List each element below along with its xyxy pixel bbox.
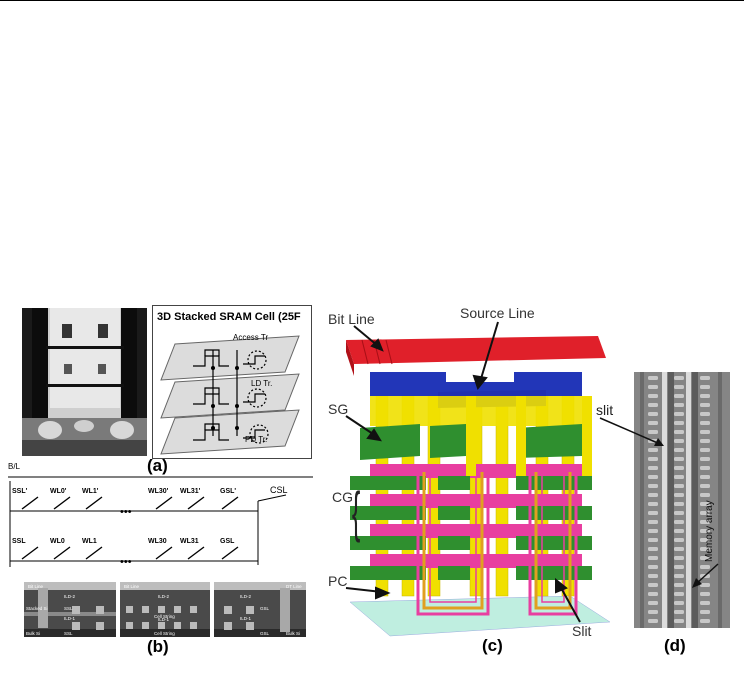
sem-left-1: ILD-2 (64, 594, 76, 599)
sem-mid-4: Cell String (154, 631, 175, 636)
sem-mid-2: Cell String (154, 614, 175, 619)
sem-right-3: ILD-1 (240, 616, 252, 621)
sem-right-0: DT Line (286, 584, 302, 589)
sem-right-1: ILD-2 (240, 594, 252, 599)
ellipsis-bottom: ••• (120, 556, 132, 568)
schematic-title: 3D Stacked SRAM Cell (25F (157, 311, 301, 323)
top-label-5: GSL' (220, 488, 236, 495)
bottom-label-0: SSL (12, 538, 26, 545)
bitline-label: B/L (8, 462, 21, 471)
panel-c-3d-nand-diagram: Bit Line Source Line SG CG { PC Slit (320, 296, 620, 660)
top-label-3: WL30' (148, 488, 169, 495)
sem-left-3: SSL (64, 606, 73, 611)
top-label-2: WL1' (82, 488, 99, 495)
caption-b: (b) (147, 637, 169, 656)
sem-left-6: SSL (64, 631, 73, 636)
bottom-label-1: WL0 (50, 538, 65, 545)
sem-right-2: GSL (260, 606, 270, 611)
top-label-4: WL31' (180, 488, 201, 495)
top-label-1: WL0' (50, 488, 67, 495)
sem-left-0: Bit Line (28, 584, 44, 589)
memory-array-label: Memory array (704, 500, 715, 562)
sem-image-left: Bit Line ILD-2 Stacked Si SSL ILD-1 Bulk… (24, 582, 116, 637)
sem-right-5: Bulk Si (286, 631, 300, 636)
ld-tr-label: LD Tr. (251, 379, 272, 388)
slit-label-d: slit (596, 402, 614, 418)
caption-a: (a) (147, 456, 168, 475)
memory-arrow-d (692, 563, 719, 588)
sem-left-5: Bulk Si (26, 631, 40, 636)
bottom-label-3: WL30 (148, 538, 167, 545)
sem-image-middle: Bit Line ILD-2 Cell String ILD-1 Cell St… (120, 582, 210, 637)
sem-right-4: GSL (260, 631, 270, 636)
access-tr-label: Access Tr (233, 333, 268, 342)
pc-label: PC (328, 573, 347, 589)
slit-arrow-d (599, 417, 664, 446)
sg-label: SG (328, 401, 348, 417)
slit-label: Slit (572, 623, 592, 639)
top-rule (0, 0, 744, 1)
sem-mid-1: ILD-2 (158, 594, 170, 599)
sem-left-4: ILD-1 (64, 616, 76, 621)
panel-b-nand-schematic: B/L CSL SSL' WL0' WL1' WL30' (8, 457, 313, 575)
panel-a-tem-image (22, 308, 147, 456)
top-label-0: SSL' (12, 488, 28, 495)
bottom-label-2: WL1 (82, 538, 97, 545)
panel-a-sram-schematic: 3D Stacked SRAM Cell (25F Access Tr LD T… (152, 305, 312, 459)
sem-left-2: Stacked Si (26, 606, 48, 611)
caption-d: (d) (664, 636, 686, 655)
cg-brace: { (352, 482, 360, 544)
csl-label: CSL (270, 485, 288, 495)
pd-tr-label: PD Tr. (245, 435, 267, 444)
bottom-label-5: GSL (220, 538, 235, 545)
cg-label: CG (332, 489, 353, 505)
bit-line-label: Bit Line (328, 311, 375, 327)
sem-image-right: DT Line ILD-2 GSL ILD-1 GSL Bulk Si (214, 582, 306, 637)
panel-d-sem-image: Memory array (634, 372, 730, 628)
source-line-label: Source Line (460, 305, 535, 321)
sem-mid-3: ILD-1 (158, 617, 170, 622)
ellipsis-top: ••• (120, 506, 132, 518)
bottom-label-4: WL31 (180, 538, 199, 545)
caption-c: (c) (482, 636, 503, 655)
sem-mid-0: Bit Line (124, 584, 140, 589)
